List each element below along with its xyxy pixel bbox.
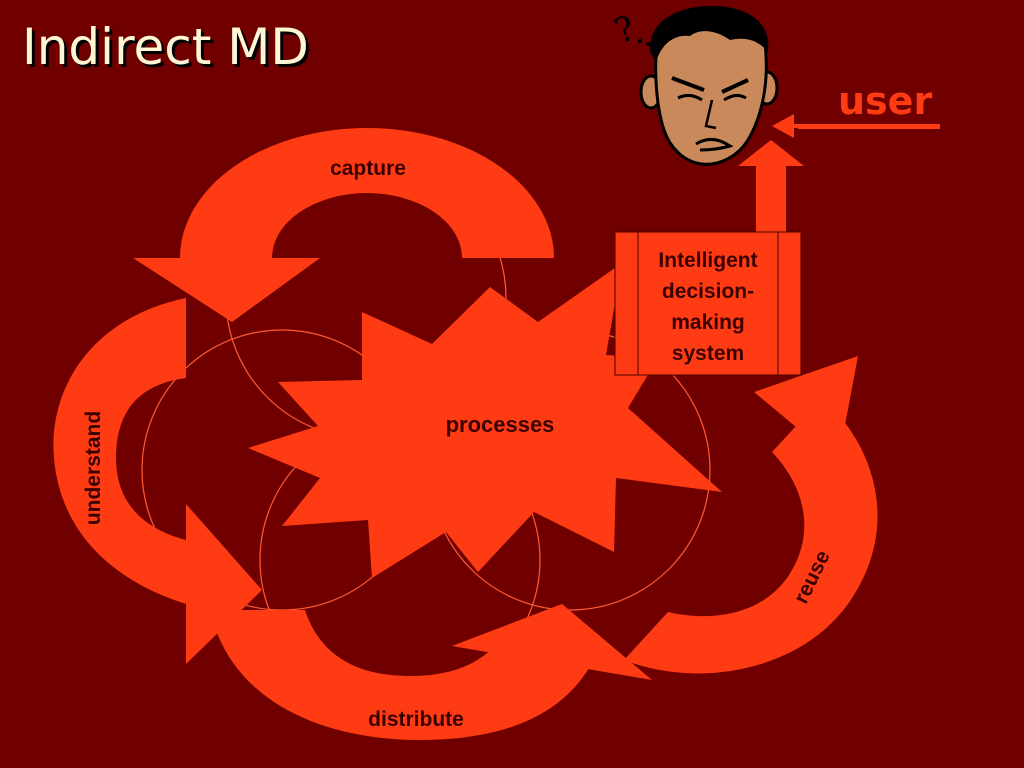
distribute-arrow-head <box>452 604 652 680</box>
up-arrow-head <box>738 140 804 166</box>
question-mark-glyph: ? <box>610 8 641 52</box>
reuse-arrow-band <box>624 398 878 674</box>
understand-arrow <box>53 298 262 664</box>
understand-arrow-head <box>186 504 262 664</box>
up-arrow <box>738 140 804 234</box>
face-left-eye <box>677 93 703 102</box>
processes-starburst <box>248 263 722 578</box>
capture-arrow-head <box>133 258 320 322</box>
up-arrow-shaft <box>756 164 786 234</box>
distribute-label: distribute <box>368 708 464 731</box>
user-pointer-head <box>772 114 794 138</box>
face-hair <box>649 6 769 62</box>
decision-box-line-4: system <box>672 342 744 365</box>
reuse-arrow <box>624 356 878 674</box>
reuse-arrow-head <box>754 356 858 462</box>
understand-label: understand <box>82 411 105 525</box>
decision-box-line-3: making <box>671 311 745 334</box>
confused-user-face-icon: ? <box>610 6 779 166</box>
face-nose <box>704 99 717 130</box>
slide-title: Indirect MD <box>22 18 309 76</box>
capture-arrow <box>133 128 554 322</box>
question-dot-1 <box>637 38 643 44</box>
capture-label: capture <box>330 157 406 180</box>
distribute-arrow <box>210 604 652 740</box>
decision-box-line-2: decision- <box>662 280 754 303</box>
understand-arrow-band <box>53 298 186 604</box>
decision-box-line-1: Intelligent <box>658 249 757 272</box>
user-label-underline <box>798 125 940 129</box>
question-dot-2 <box>646 42 650 46</box>
decision-box-outer <box>614 231 802 376</box>
face-right-eye <box>723 93 747 102</box>
decision-system-box: Intelligent decision- making system <box>614 231 802 376</box>
face-right-brow <box>721 78 749 94</box>
capture-arrow-band <box>180 128 554 258</box>
face-mouth <box>695 138 734 152</box>
processes-label: processes <box>446 412 555 437</box>
face-left-brow <box>671 76 705 92</box>
user-label: user <box>838 79 933 123</box>
